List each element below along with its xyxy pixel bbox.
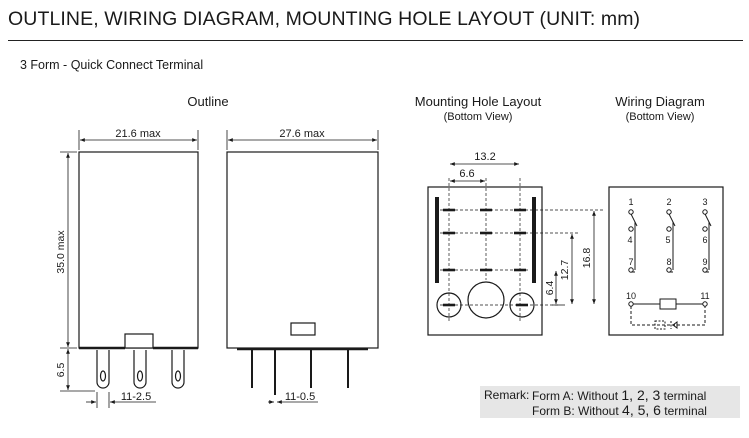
contact-set-2	[666, 209, 676, 273]
terminal-4: 4	[627, 235, 632, 245]
remark-form-b: Form B: Without 4, 5, 6 terminal	[532, 402, 707, 418]
dim-front-terminal: 11-2.5	[121, 391, 151, 403]
dim-side-terminal: 11-0.5	[285, 391, 315, 403]
terminal-3: 3	[702, 197, 707, 207]
contact-set-1	[628, 209, 638, 273]
subtitle: 3 Form - Quick Connect Terminal	[20, 58, 204, 72]
dim-hole-span: 13.2	[474, 151, 495, 163]
outline-caption: Outline	[187, 94, 229, 109]
page-title: OUTLINE, WIRING DIAGRAM, MOUNTING HOLE L…	[8, 8, 641, 30]
wiring-caption: Wiring Diagram	[615, 94, 705, 109]
wiring-diagram	[608, 186, 724, 336]
dim-hole-y1: 16.8	[581, 248, 593, 269]
title-divider	[8, 40, 743, 41]
terminal-10: 10	[626, 291, 636, 301]
mounting-hole-layout	[427, 178, 604, 336]
mounting-caption: Mounting Hole Layout	[414, 94, 542, 109]
terminal-9: 9	[702, 257, 707, 267]
wiring-view-label: (Bottom View)	[625, 111, 695, 123]
remark-form-b-suffix: terminal	[664, 404, 707, 418]
terminal-labels: 1 2 3 4 5 6 7 8 9 10 11	[626, 197, 710, 301]
remark-label: Remark:	[484, 388, 530, 402]
outline-front-view	[78, 151, 199, 389]
remark-form-a-numbers: 1, 2, 3	[621, 387, 661, 403]
dim-terminal-length: 6.5	[55, 363, 67, 378]
dim-hole-pitch: 6.6	[459, 168, 474, 180]
remark-form-a: Form A: Without 1, 2, 3 terminal	[532, 387, 706, 403]
dim-hole-y2: 12.7	[559, 260, 571, 281]
terminal-6: 6	[702, 235, 707, 245]
terminal-7: 7	[628, 257, 633, 267]
remark-box: Remark: Form A: Without 1, 2, 3 terminal…	[480, 386, 740, 418]
contact-set-3	[702, 209, 712, 273]
dim-side-width: 27.6 max	[279, 128, 325, 140]
remark-form-a-suffix: terminal	[663, 389, 707, 403]
outline-side-view	[226, 151, 379, 395]
terminal-2: 2	[666, 197, 671, 207]
remark-form-a-prefix: Form A: Without	[532, 389, 619, 403]
dim-hole-y3: 6.4	[544, 281, 556, 296]
terminal-1: 1	[628, 197, 633, 207]
dim-height: 35.0 max	[55, 230, 67, 274]
remark-form-b-numbers: 4, 5, 6	[622, 402, 661, 418]
remark-form-b-prefix: Form B: Without	[532, 404, 619, 418]
relay-coil	[628, 298, 708, 330]
terminal-8: 8	[666, 257, 671, 267]
terminal-11: 11	[700, 291, 709, 301]
mounting-view-label: (Bottom View)	[443, 111, 513, 123]
terminal-5: 5	[665, 235, 670, 245]
dim-front-width: 21.6 max	[115, 128, 161, 140]
